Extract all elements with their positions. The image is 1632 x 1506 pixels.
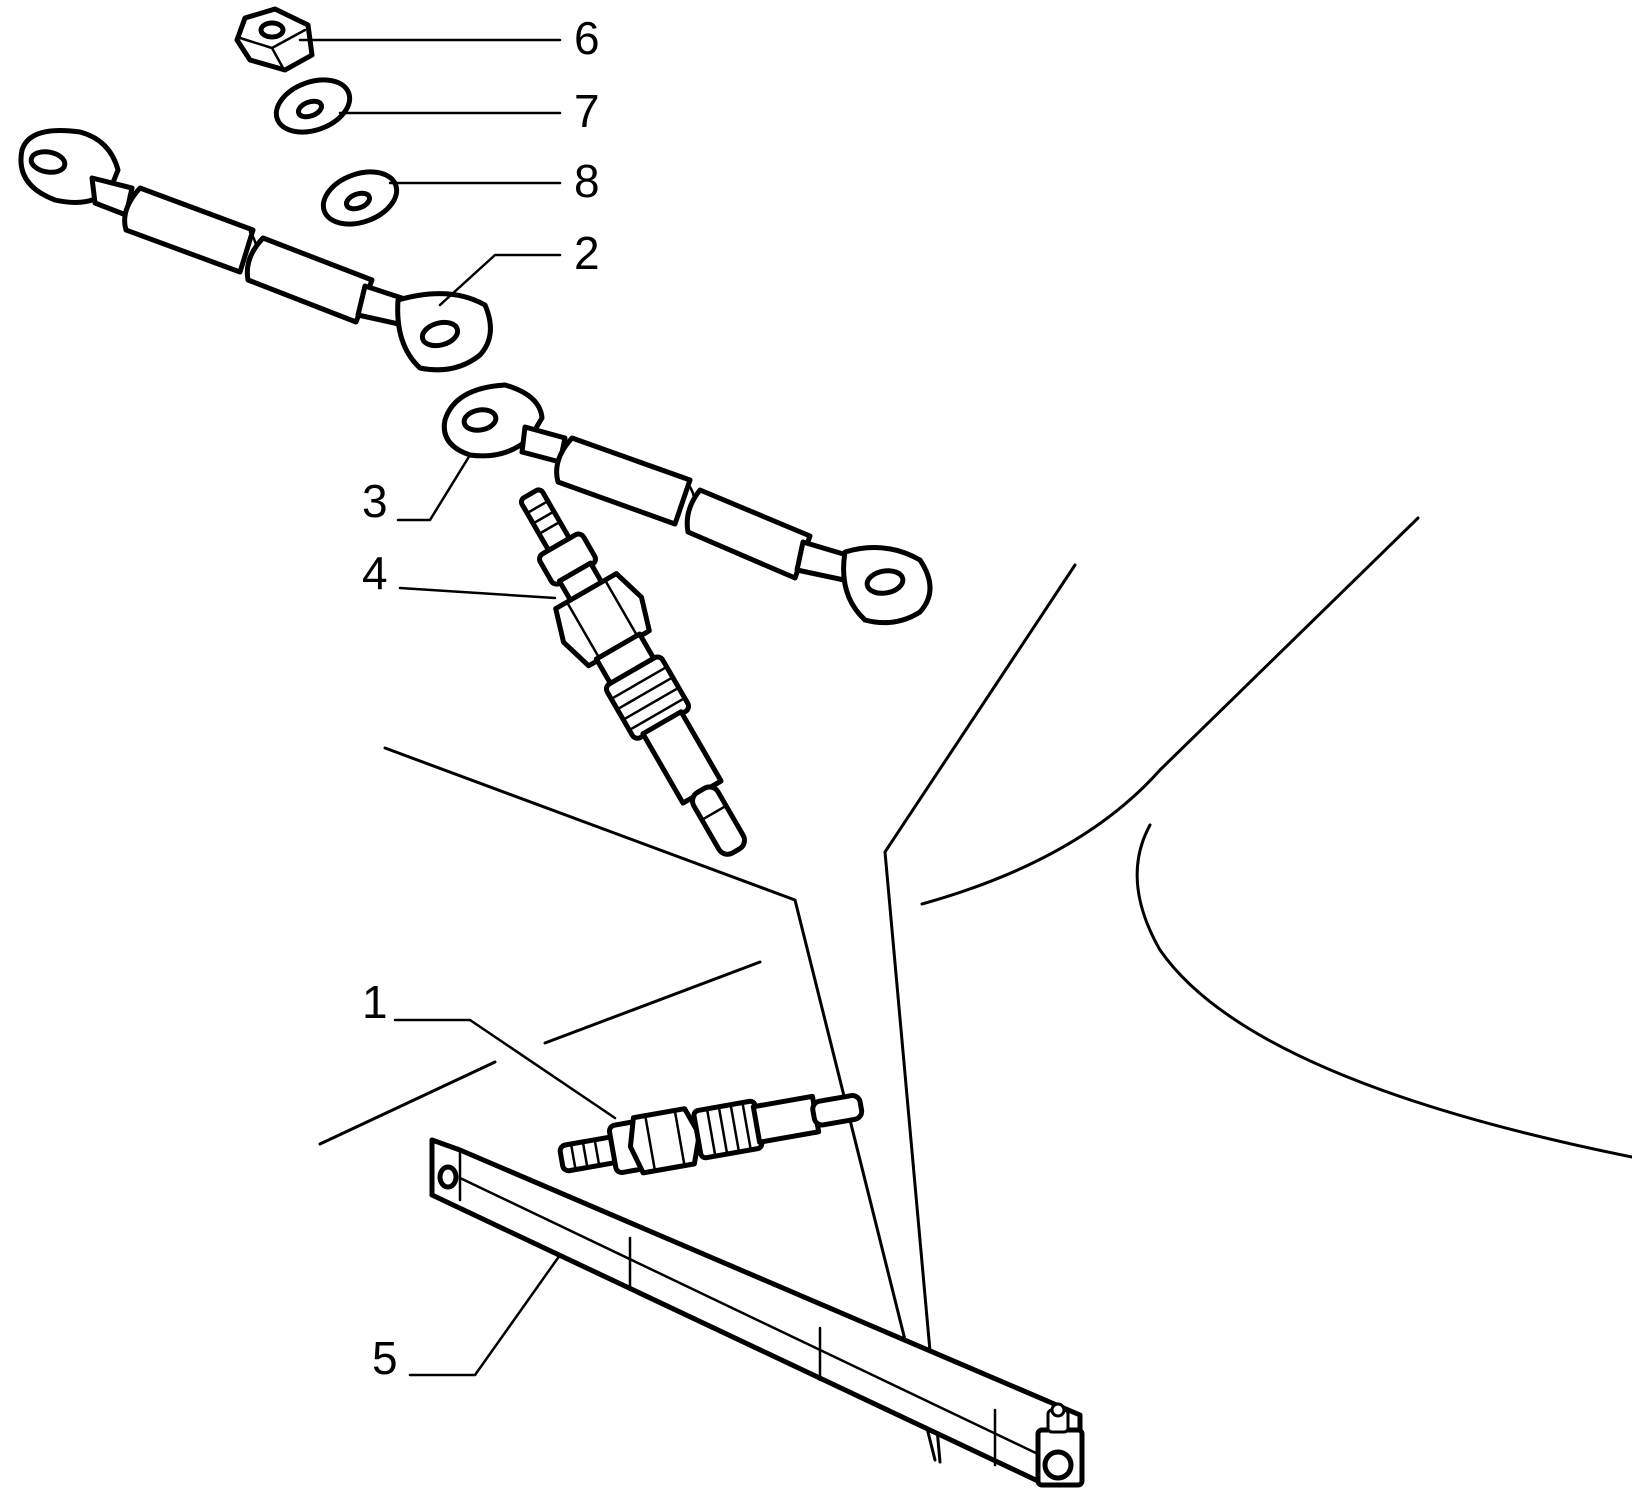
callout-4: 4 — [362, 547, 388, 599]
callout-5: 5 — [372, 1332, 398, 1384]
leader-lines — [298, 38, 617, 1377]
callout-labels: 6 7 8 2 3 4 1 5 — [362, 12, 600, 1384]
glow-plug-part-4 — [518, 487, 747, 857]
callout-6: 6 — [574, 12, 600, 64]
bus-bar-part-5 — [429, 1137, 1085, 1488]
glow-plug-part-1 — [557, 1093, 865, 1176]
washer-part-7 — [273, 77, 353, 135]
washer-part-8 — [320, 169, 400, 227]
callout-7: 7 — [574, 85, 600, 137]
callout-2: 2 — [574, 227, 600, 279]
hex-nut-part-6 — [234, 6, 315, 73]
cable-part-2 — [18, 127, 493, 373]
engine-head-outline — [318, 516, 1632, 1464]
callout-8: 8 — [574, 155, 600, 207]
cable-part-3 — [441, 382, 933, 626]
callout-3: 3 — [362, 475, 388, 527]
callout-1: 1 — [362, 976, 388, 1028]
